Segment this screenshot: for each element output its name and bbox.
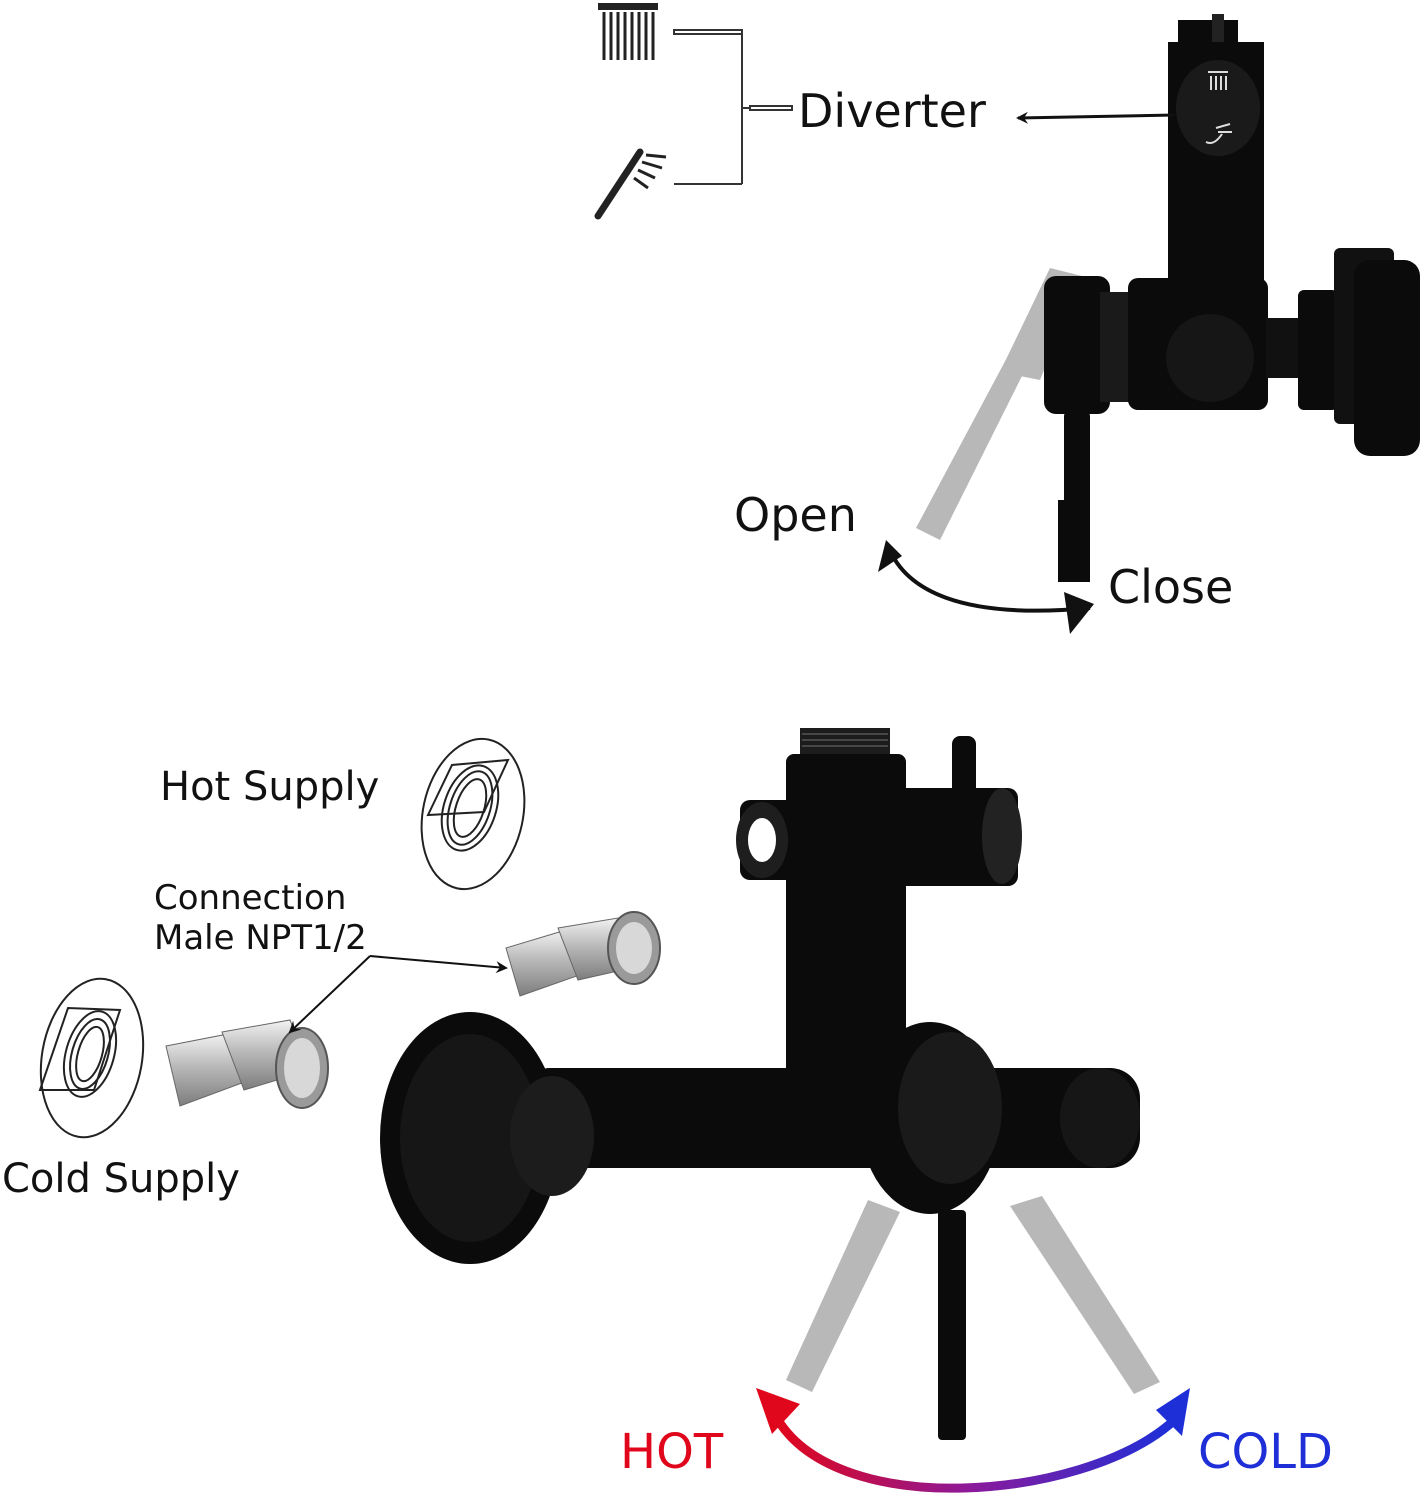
- hot-label: HOT: [620, 1424, 724, 1480]
- cold-connection-fitting: [165, 1019, 329, 1109]
- close-label: Close: [1108, 560, 1234, 614]
- hot-flange-outline: [420, 737, 526, 891]
- open-close-arrow: [886, 545, 1091, 613]
- cold-flange-outline: [38, 977, 145, 1139]
- diverter-rain-icon: [1208, 71, 1228, 90]
- connection-label-line1: Connection: [154, 878, 347, 918]
- diverter-bracket: [673, 29, 793, 185]
- diverter-hand-icon: [1205, 123, 1232, 144]
- connection-pointer-arrows: [288, 955, 508, 1034]
- bottom-faucet: [380, 728, 1160, 1440]
- diverter-pointer-arrow: [1016, 111, 1176, 124]
- top-faucet: [916, 14, 1420, 582]
- hot-supply-label: Hot Supply: [160, 764, 380, 810]
- handheld-shower-icon: [594, 148, 667, 220]
- cold-arrowhead: [1156, 1388, 1190, 1436]
- hot-connection-fitting: [505, 911, 661, 997]
- cold-label: COLD: [1198, 1424, 1333, 1480]
- hot-arrowhead: [756, 1388, 800, 1434]
- connection-label-line2: Male NPT1/2: [154, 918, 367, 958]
- cold-supply-label: Cold Supply: [2, 1156, 240, 1202]
- bottom-ghost-levers: [786, 1196, 1160, 1394]
- rain-showerhead-icon: [598, 3, 658, 60]
- diverter-label: Diverter: [798, 84, 986, 138]
- open-label: Open: [734, 488, 857, 542]
- hot-cold-arrow: [773, 1415, 1175, 1493]
